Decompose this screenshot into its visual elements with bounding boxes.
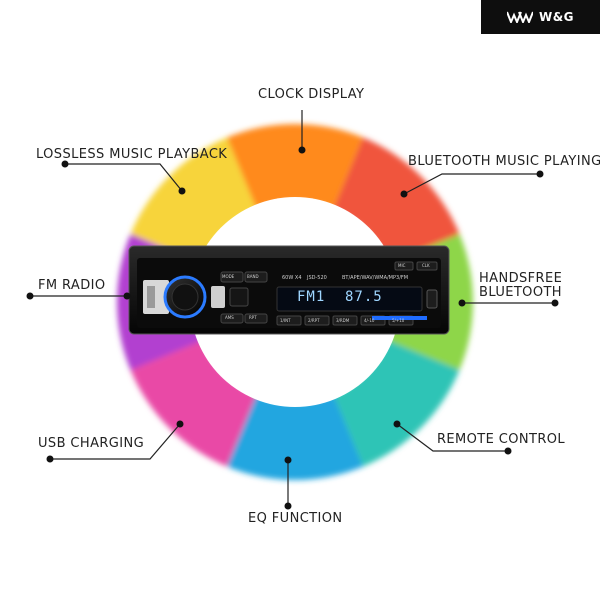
preset-5-label[interactable]: 5/+10 bbox=[392, 318, 405, 323]
label-bluetooth-music: BLUETOOTH MUSIC PLAYING bbox=[408, 154, 600, 169]
ring-segment bbox=[226, 394, 364, 480]
brand-name: W&G bbox=[538, 10, 575, 24]
ring-segment bbox=[333, 340, 460, 467]
model-power-label: 60W X4 bbox=[282, 275, 302, 281]
label-remote-control: REMOTE CONTROL bbox=[437, 432, 566, 447]
brand-badge: W&G bbox=[481, 0, 600, 34]
preset-4-label[interactable]: 4/-10 bbox=[364, 318, 375, 323]
btn-mode-label[interactable]: MODE bbox=[222, 274, 235, 279]
ww-logo-icon bbox=[506, 11, 533, 23]
ring-segment bbox=[130, 340, 257, 467]
ring-segment bbox=[130, 137, 257, 264]
model-name-label: JSD-520 bbox=[307, 275, 327, 281]
btn-band-label[interactable]: BAND bbox=[247, 274, 259, 279]
ring-segment bbox=[333, 137, 460, 264]
preset-2-label[interactable]: 2/RPT bbox=[308, 318, 320, 323]
ring-segment bbox=[226, 123, 364, 210]
label-handsfree-line1: HANDSFREE bbox=[479, 271, 563, 286]
btn-mic-label[interactable]: MIC bbox=[398, 263, 406, 268]
lcd-band: FM1 bbox=[297, 289, 326, 305]
label-usb-charging: USB CHARGING bbox=[38, 436, 145, 451]
btn-clk-label[interactable]: CLK bbox=[422, 263, 430, 268]
label-fm-radio: FM RADIO bbox=[38, 278, 106, 293]
label-clock-display: CLOCK DISPLAY bbox=[258, 87, 365, 102]
label-lossless-music: LOSSLESS MUSIC PLAYBACK bbox=[36, 147, 228, 162]
btn-rpt-label[interactable]: RPT bbox=[249, 315, 257, 320]
format-label: BT/APE/WAV/WMA/MP3/FM bbox=[342, 275, 409, 281]
label-handsfree-line2: BLUETOOTH bbox=[479, 285, 562, 300]
preset-1-label[interactable]: 1/INT bbox=[280, 318, 291, 323]
car-stereo: MODE BAND AMS RPT 60W X4 JSD-520 BT/APE/… bbox=[127, 242, 452, 342]
lcd-frequency: 87.5 bbox=[345, 289, 383, 305]
btn-ams-label[interactable]: AMS bbox=[225, 315, 234, 320]
label-eq-function: EQ FUNCTION bbox=[248, 511, 343, 526]
preset-3-label[interactable]: 3/RDM bbox=[336, 318, 350, 323]
